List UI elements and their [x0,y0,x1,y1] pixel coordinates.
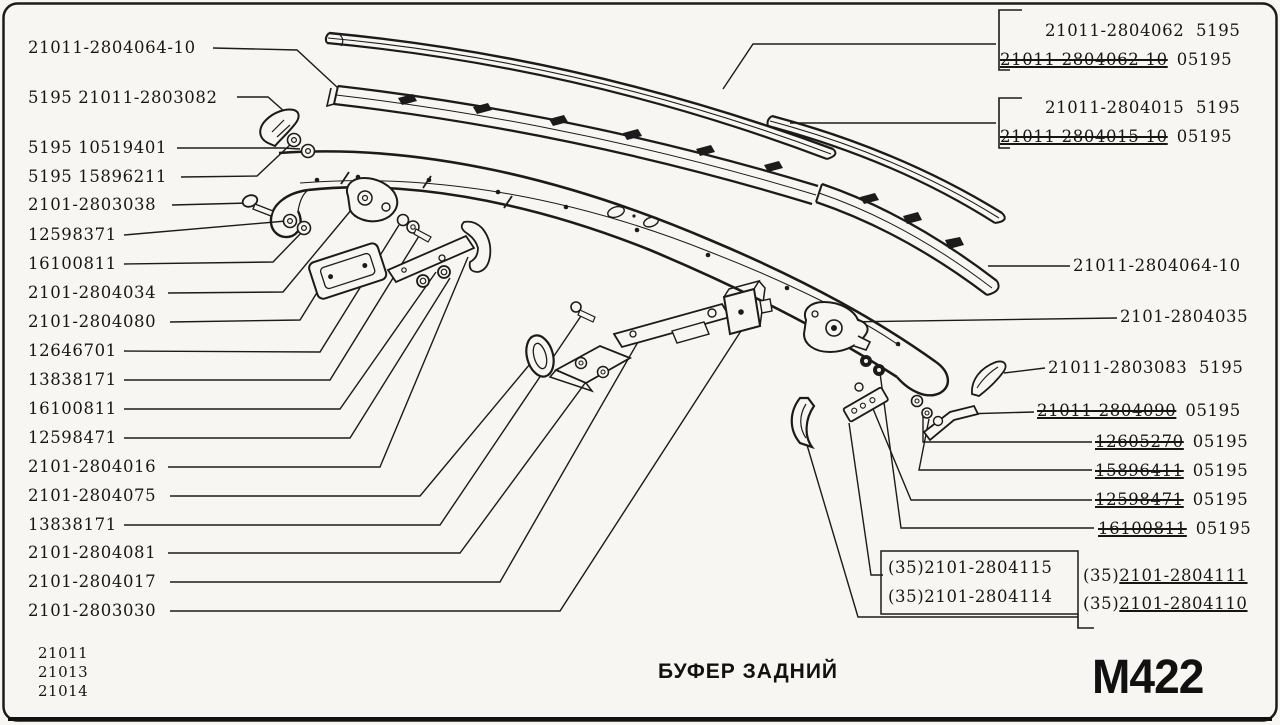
part-label: 2101-2804035 [1120,307,1249,326]
part-label: 2101-2804017 [28,572,157,591]
part-label: 2101-2804080 [28,312,157,331]
part-label: 2101-2804081 [28,543,157,562]
part-label: 5195 15896211 [28,167,168,186]
part-label: 12598371 [28,225,117,244]
channel-strip-right [815,182,1000,296]
model-code: 21013 [38,663,89,681]
molding-strip-left [324,31,837,161]
part-label-alt: (35)2101-2804110 [1083,594,1248,613]
part-label: 16100811 [28,399,117,418]
part-label: 21011-2804064-10 [28,38,196,57]
part-label: 2101-2803030 [28,601,157,620]
sheet-code: M422 [1092,651,1204,704]
part-label: 5195 21011-2803082 [28,88,218,107]
part-label: 5195 10519401 [28,138,168,157]
part-label: 21011-2804064-10 [1073,256,1241,275]
clip-tabs [398,94,783,172]
hook-piece [790,396,816,450]
part-label: 21011-2803083 5195 [1048,358,1244,377]
part-label: 2101-2804034 [28,283,157,302]
part-label-boxed: (35)2101-2804114 [888,587,1053,606]
model-code: 21014 [38,682,89,700]
label-brackets [880,9,1094,629]
part-label: 2101-2804016 [28,457,157,476]
part-label: 21011-2804015 5195 [1045,98,1241,117]
clamp [553,345,633,385]
model-code: 21011 [38,644,89,662]
bumper-bar [269,150,949,397]
part-label-boxed: (35)2101-2804115 [888,558,1053,577]
diagram-title: БУФЕР ЗАДНИЙ [658,660,839,683]
part-label: 13838171 [28,515,117,534]
pad [308,242,388,300]
part-label: 13838171 [28,370,117,389]
part-label: 2101-2804075 [28,486,157,505]
grommet [525,334,555,378]
slotted-strip [842,386,889,423]
part-label: 12646701 [28,341,117,360]
part-label-alt: (35)2101-2804111 [1083,566,1248,585]
parts [241,108,1007,450]
part-label: 16100811 [28,254,117,273]
bracket-arm [922,404,980,442]
part-label: 2101-2803038 [28,195,157,214]
molding-strip-right [766,114,1006,224]
crescent-pad [971,360,1007,397]
channel-strip-left [325,84,819,206]
end-cap [259,108,300,148]
part-label: 12598471 [28,428,117,447]
part-label: 21011-2804062 5195 [1045,21,1241,40]
arm-long [386,234,476,284]
